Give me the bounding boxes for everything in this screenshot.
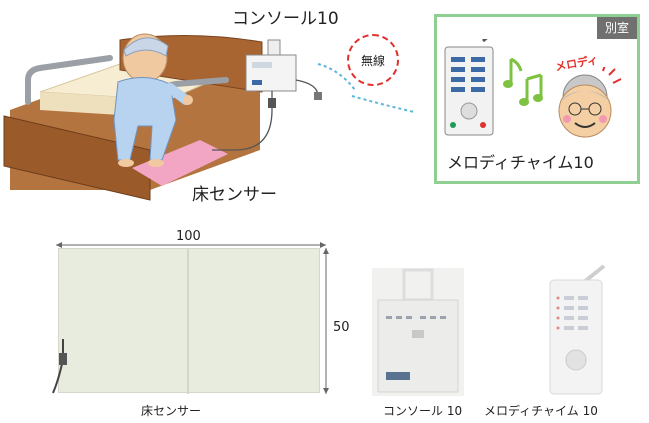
floor-sensor-label: 床センサー	[192, 185, 277, 205]
melody-chime-device-photo	[549, 264, 606, 395]
melody-chime-caption: メロディチャイム 10	[484, 404, 598, 418]
room-badge: 別室	[596, 17, 637, 39]
height-dimension-line	[323, 248, 329, 394]
floor-sensor-photo	[52, 248, 320, 394]
console-device-photo	[377, 268, 459, 393]
bed-scene-illustration	[3, 33, 415, 201]
melody-chime-device-drawing	[444, 39, 494, 136]
console-device-drawing	[245, 54, 297, 92]
melody-chime-photo	[544, 262, 608, 396]
other-room-panel: 別室 メロディ	[434, 14, 640, 184]
console-label: コンソール10	[232, 9, 339, 29]
console-photo	[372, 268, 464, 396]
height-dimension-label: 50	[333, 320, 350, 335]
width-dimension-line	[56, 242, 326, 248]
sensor-cable-icon	[52, 339, 67, 394]
grandmother-face-icon	[558, 67, 622, 138]
wireless-badge: 無線	[347, 34, 399, 86]
console-caption: コンソール 10	[383, 404, 463, 418]
floor-sensor-caption: 床センサー	[141, 404, 202, 418]
floor-mat	[132, 140, 228, 186]
music-note-icon	[503, 57, 543, 106]
width-dimension-label: 100	[176, 229, 201, 244]
mat-fold-line	[187, 249, 189, 394]
melody-chime-label: メロディチャイム10	[447, 153, 594, 172]
